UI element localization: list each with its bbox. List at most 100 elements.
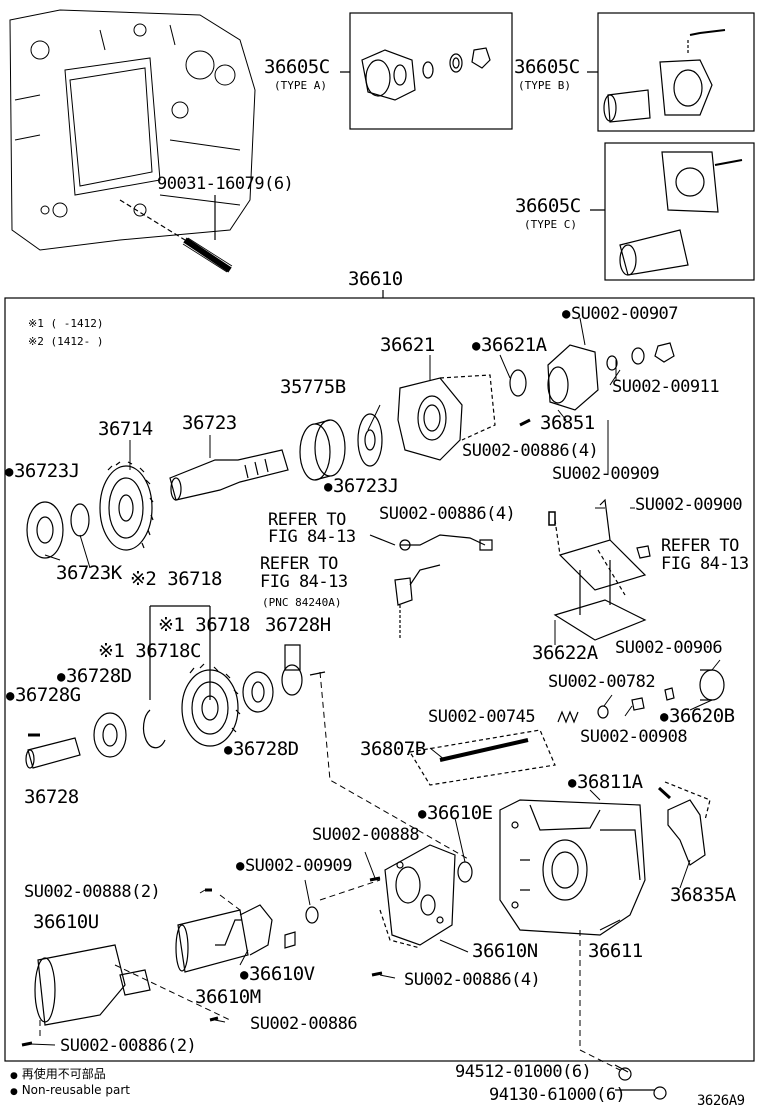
label-refer-1a: REFER TO [268, 510, 346, 530]
bearing-36728d-b [242, 671, 274, 713]
label-36723j-right: 36723J [324, 477, 399, 498]
label-su002-00911: SU002-00911 [612, 377, 720, 397]
type-b-box [597, 12, 755, 132]
legend-line-en: Non-reusable part [21, 1083, 130, 1097]
label-su002-00886-4-a: SU002-00886(4) [462, 441, 599, 461]
label-36605c-type-b: 36605C [514, 56, 580, 78]
label-94130-61000: 94130-61000(6) [489, 1085, 626, 1105]
gear-bracket-lines [149, 605, 211, 700]
label-36728: 36728 [24, 786, 79, 808]
label-su002-00888: SU002-00888 [312, 825, 420, 845]
label-36610m: 36610M [195, 986, 261, 1008]
sensor-assembly [369, 534, 493, 640]
label-36610v: 36610V [240, 965, 315, 986]
label-36728d-a: 36728D [57, 667, 132, 688]
label-36610: 36610 [348, 268, 403, 290]
alignment-lines [39, 671, 621, 1071]
bushing-36620b [699, 669, 725, 701]
label-35775b: 35775B [280, 376, 346, 398]
label-refer-3b: FIG 84-13 [661, 554, 749, 574]
housing-36621 [397, 374, 496, 461]
shaft-36728 [25, 737, 81, 769]
type-c-box [604, 142, 755, 281]
label-type-c: (TYPE C) [524, 218, 577, 231]
label-36605c-type-c: 36605C [515, 195, 581, 217]
legend-line-jp: 再使用不可部品 [21, 1067, 106, 1081]
label-su002-00908: SU002-00908 [580, 727, 688, 747]
label-36605c-type-a: 36605C [264, 56, 330, 78]
note-2: ※2 (1412- ) [28, 335, 104, 348]
label-36851: 36851 [540, 412, 595, 434]
label-36723j-left: 36723J [5, 462, 80, 483]
label-su002-00886: SU002-00886 [250, 1014, 358, 1034]
snap-ring-36718c [142, 709, 166, 749]
brush-36610v [284, 931, 296, 949]
label-36728h: 36728H [265, 614, 331, 636]
label-type-b: (TYPE B) [518, 79, 571, 92]
washer-36723j-r [357, 413, 383, 467]
cover-36610u [34, 944, 151, 1026]
label-36718c: ※1 36718C [98, 640, 201, 662]
label-94512-01000: 94512-01000(6) [455, 1062, 592, 1082]
label-36610n: 36610N [472, 940, 538, 962]
seal-36728h [281, 664, 303, 696]
label-su002-00782: SU002-00782 [548, 672, 656, 692]
motor-36610m [175, 904, 273, 973]
driven-gear-36718 [181, 663, 241, 747]
seal-36621a [509, 369, 527, 397]
figure-id: 3626A9 [697, 1093, 745, 1109]
label-36811a: 36811A [568, 773, 643, 794]
label-su002-00906: SU002-00906 [615, 638, 723, 658]
transmission-case-sketch [9, 9, 256, 251]
label-refer-3a: REFER TO [661, 536, 739, 556]
label-36714: 36714 [98, 418, 153, 440]
spring-su002-00745 [557, 710, 579, 724]
extension-housing-36611 [499, 799, 646, 936]
label-refer-2c: (PNC 84240A) [262, 596, 342, 609]
label-36718-note1: ※1 36718 [158, 614, 251, 636]
shift-shaft-36807b [409, 729, 556, 786]
leader-lines [29, 317, 721, 1046]
bracket-36622a [553, 498, 647, 641]
legend: ● 再使用不可部品 ● Non-reusable part [10, 1068, 130, 1098]
assembly-frame [4, 297, 755, 1062]
stud-90031-16079 [119, 195, 233, 273]
type-c-parts [619, 151, 743, 276]
label-refer-2b: FIG 84-13 [260, 572, 348, 592]
label-36611: 36611 [588, 940, 643, 962]
drive-gear-36714 [99, 461, 154, 551]
label-su002-00745: SU002-00745 [428, 707, 536, 727]
label-36723k: 36723K [56, 562, 122, 584]
label-36622a: 36622A [532, 642, 598, 664]
label-36621a: 36621A [472, 336, 547, 357]
label-36718-note2: ※2 36718 [130, 568, 223, 590]
bearing-35775b [299, 419, 346, 481]
label-36728d-b: 36728D [224, 740, 299, 761]
label-36723: 36723 [182, 412, 237, 434]
label-type-a: (TYPE A) [274, 79, 327, 92]
legend-symbol-2: ● [10, 1087, 18, 1097]
type-a-box [349, 12, 513, 130]
label-36610e: 36610E [418, 804, 493, 825]
washer-36723k [70, 503, 90, 537]
type-b-parts [603, 29, 726, 123]
note-1: ※1 ( -1412) [28, 317, 104, 330]
label-su002-00907: SU002-00907 [562, 306, 679, 324]
label-90031-16079: 90031-16079(6) [157, 174, 294, 194]
label-su002-00886-4-c: SU002-00886(4) [404, 970, 541, 990]
housing-36610n [379, 844, 456, 949]
label-su002-00886-4-b: SU002-00886(4) [379, 504, 516, 524]
label-refer-1b: FIG 84-13 [268, 527, 356, 547]
label-su002-00888-2: SU002-00888(2) [24, 882, 161, 902]
label-36807b: 36807B [360, 738, 426, 760]
shaft-36723 [169, 449, 289, 501]
label-su002-00900: SU002-00900 [635, 495, 743, 515]
legend-symbol-1: ● [10, 1071, 18, 1081]
type-a-parts [361, 47, 491, 101]
label-su002-00909-a: SU002-00909 [552, 464, 660, 484]
label-36620b: 36620B [660, 707, 735, 728]
label-su002-00909-b: SU002-00909 [236, 858, 353, 876]
label-36621: 36621 [380, 334, 435, 356]
label-36610u: 36610U [33, 911, 99, 933]
label-su002-00886-2: SU002-00886(2) [60, 1036, 197, 1056]
